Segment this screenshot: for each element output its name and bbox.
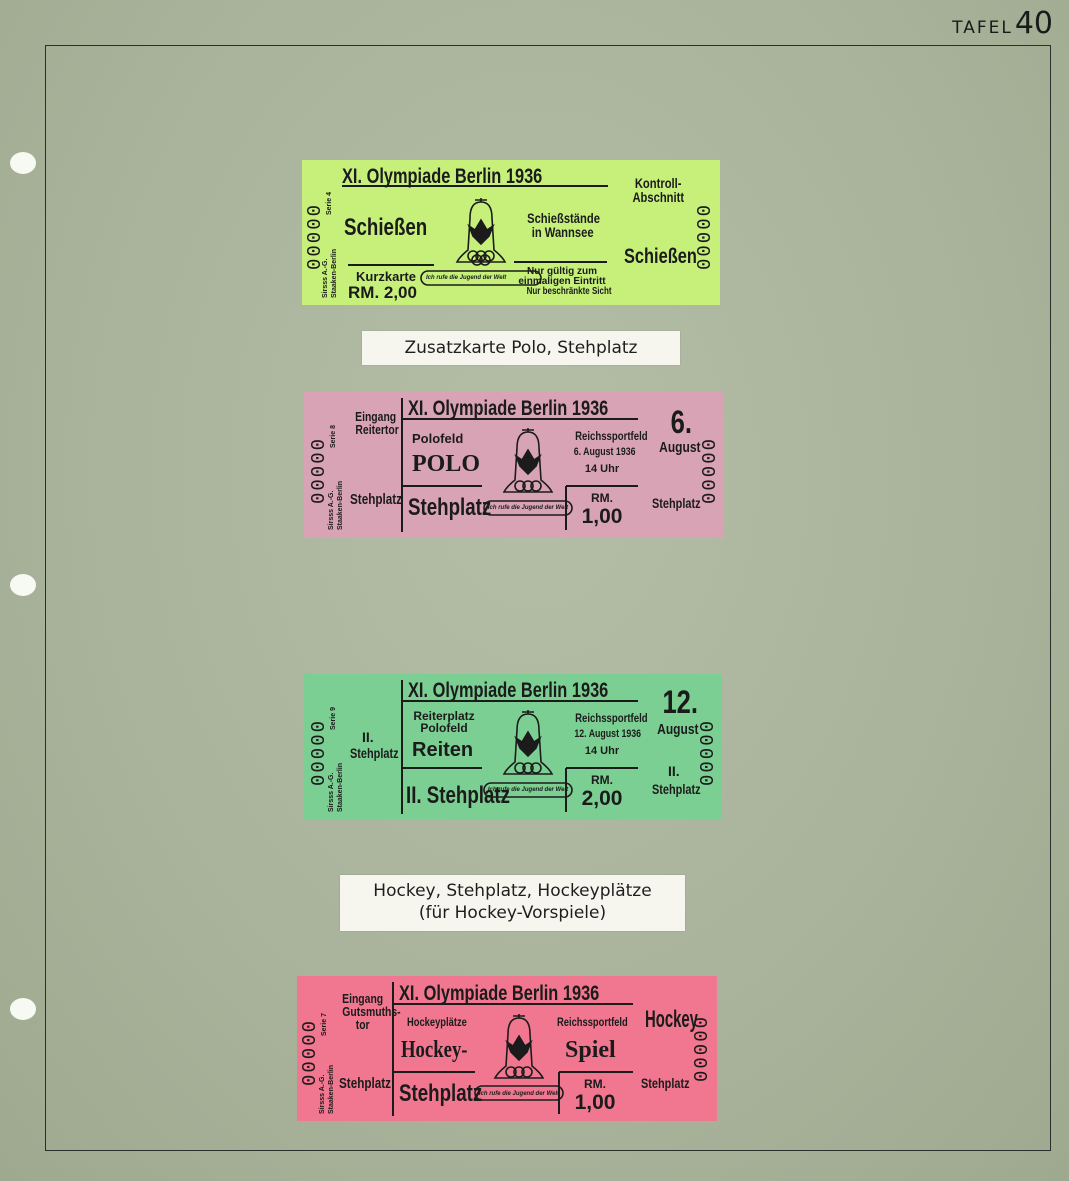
printer-label: Staaken-Berlin bbox=[337, 762, 344, 812]
venue-date: Reichssportfeld 12. August 1936 14 Uhr bbox=[574, 711, 648, 757]
plate-header: TAFEL 40 bbox=[952, 6, 1053, 41]
serial-number: 00000 bbox=[308, 436, 330, 504]
bell-motto: Ich rufe die Jugend der Welt bbox=[487, 505, 569, 511]
printer-label: Sirsss A.-G. bbox=[328, 490, 335, 530]
ticket-title: XI. Olympiade Berlin 1936 bbox=[399, 982, 600, 1005]
printer-label: Sirsss A.-G. bbox=[322, 258, 329, 298]
event-name: POLO bbox=[412, 451, 481, 477]
stub-serial-number: 00000 bbox=[699, 436, 721, 504]
field-label: Polofeld bbox=[412, 431, 464, 446]
ticket-title: XI. Olympiade Berlin 1936 bbox=[342, 165, 543, 188]
stub-serial-number: 00000 bbox=[691, 1014, 713, 1082]
stub-place: Stehplatz bbox=[652, 781, 701, 797]
left-place: Stehplatz bbox=[350, 745, 399, 761]
validity-note: Nur gültig zum einmaligen Eintritt Nur b… bbox=[518, 266, 612, 297]
ticket-kind: Kurzkarte bbox=[356, 269, 416, 284]
printer-label: Sirsss A.-G. bbox=[319, 1074, 326, 1114]
event-name: Reiten bbox=[412, 739, 474, 761]
printer-label: Staaken-Berlin bbox=[331, 248, 338, 298]
series-label: Serie 4 bbox=[326, 192, 333, 215]
ticket-price: 1,00 bbox=[574, 1091, 616, 1114]
stub-month: August bbox=[659, 439, 701, 456]
page-frame bbox=[45, 45, 1051, 1151]
venue-label: Reichssportfeld bbox=[557, 1015, 628, 1029]
bell-motto: Ich rufe die Jugend der Welt bbox=[487, 787, 569, 793]
ticket-riding: XI. Olympiade Berlin 1936 II. Stehplatz … bbox=[304, 674, 722, 820]
place-label: Stehplatz bbox=[399, 1080, 483, 1107]
ticket-title: XI. Olympiade Berlin 1936 bbox=[408, 397, 609, 420]
ticket-hockey: XI. Olympiade Berlin 1936 Eingang Gutsmu… bbox=[297, 976, 717, 1121]
rm-label: RM. bbox=[584, 1077, 606, 1091]
stub-serial-number: 00000 bbox=[697, 718, 719, 786]
venue-label: Schießstände in Wannsee bbox=[527, 210, 600, 240]
plate-label: TAFEL bbox=[952, 18, 1013, 38]
field-label: Hockeyplätze bbox=[407, 1015, 467, 1029]
printer-label: Staaken-Berlin bbox=[337, 480, 344, 530]
bell-motto: Ich rufe die Jugend der Welt bbox=[478, 1091, 560, 1097]
bell-logo-icon bbox=[342, 185, 608, 286]
series-label: Serie 9 bbox=[330, 707, 337, 730]
ticket-shooting: XI. Olympiade Berlin 1936 Schießen Schie… bbox=[302, 160, 720, 305]
rm-label: RM. bbox=[591, 773, 613, 787]
event-name: Schießen bbox=[344, 214, 428, 241]
ticket-price: RM. 2,00 bbox=[348, 283, 417, 302]
entrance-label: Eingang Reitertor bbox=[355, 409, 399, 437]
printer-label: Sirsss A.-G. bbox=[328, 772, 335, 812]
caption-hockey: Hockey, Stehplatz, Hockeyplätze (für Hoc… bbox=[340, 875, 685, 931]
place-label: II. Stehplatz bbox=[406, 782, 511, 809]
ticket-polo: XI. Olympiade Berlin 1936 Eingang Reiter… bbox=[304, 392, 724, 538]
ticket-price: 1,00 bbox=[581, 505, 623, 528]
stub-place: Stehplatz bbox=[641, 1075, 690, 1091]
stub-event: Schießen bbox=[624, 245, 697, 268]
stub-place: Stehplatz bbox=[652, 495, 701, 511]
bell-logo-icon bbox=[401, 680, 638, 814]
bell-motto: Ich rufe die Jugend der Welt bbox=[426, 275, 507, 281]
punch-hole bbox=[10, 152, 36, 174]
series-label: Serie 8 bbox=[330, 425, 337, 448]
bell-logo-icon bbox=[401, 398, 638, 532]
stub-label: Kontroll- Abschnitt bbox=[632, 175, 684, 205]
entrance-label: Eingang Gutsmuths- tor bbox=[342, 991, 401, 1032]
ticket-title: XI. Olympiade Berlin 1936 bbox=[408, 679, 609, 702]
caption-polo: Zusatzkarte Polo, Stehplatz bbox=[362, 331, 680, 365]
bell-logo-icon bbox=[392, 982, 633, 1116]
field-label: Reiterplatz Polofeld bbox=[413, 709, 475, 735]
serial-number: 00000 bbox=[308, 718, 330, 786]
class-label: II. bbox=[362, 729, 374, 745]
stub-day: 6. bbox=[670, 404, 692, 440]
printer-label: Staaken-Berlin bbox=[328, 1064, 335, 1114]
ticket-price: 2,00 bbox=[581, 787, 623, 810]
event-name-right: Spiel bbox=[565, 1037, 616, 1063]
left-place: Stehplatz bbox=[350, 491, 403, 508]
place-label: Stehplatz bbox=[408, 494, 492, 521]
venue-date: Reichssportfeld 6. August 1936 14 Uhr bbox=[573, 429, 648, 475]
plate-number: 40 bbox=[1014, 6, 1053, 41]
rm-label: RM. bbox=[591, 491, 613, 505]
stub-serial-number: 00000 bbox=[694, 202, 716, 270]
serial-number: 00000 bbox=[299, 1018, 321, 1086]
stub-month: August bbox=[657, 721, 699, 738]
event-name-left: Hockey- bbox=[401, 1037, 468, 1063]
series-label: Serie 7 bbox=[321, 1013, 328, 1036]
stub-class: II. bbox=[668, 763, 680, 779]
punch-hole bbox=[10, 998, 36, 1020]
stub-event: Hockey bbox=[645, 1006, 698, 1033]
left-place: Stehplatz bbox=[339, 1075, 392, 1092]
punch-hole bbox=[10, 574, 36, 596]
stub-day: 12. bbox=[662, 684, 698, 720]
